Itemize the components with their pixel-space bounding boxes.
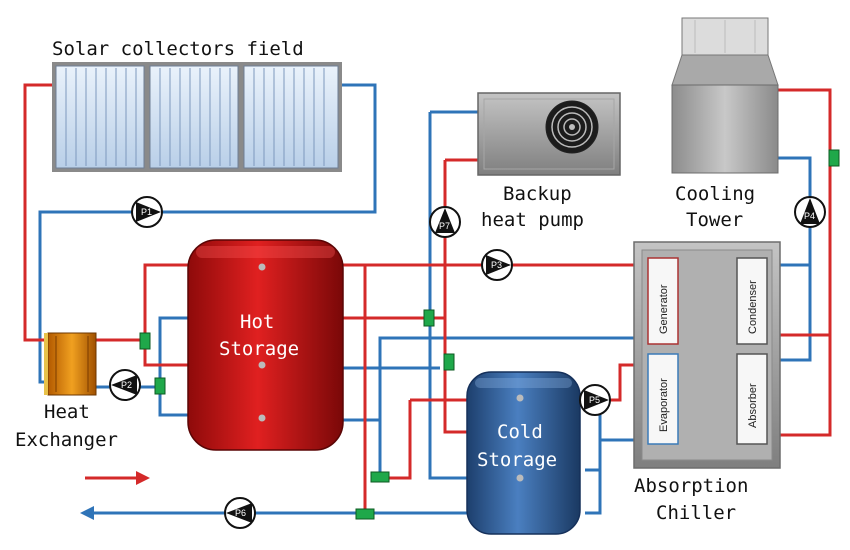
absorber-box — [736, 353, 768, 445]
valve — [154, 377, 166, 395]
evaporator-label: Evaporator — [658, 378, 670, 432]
pump-p5: P5 — [579, 384, 611, 416]
absorber-label: Absorber — [747, 383, 759, 428]
condenser-box — [736, 257, 768, 345]
solar-panel — [55, 65, 145, 169]
solar-collectors-field — [52, 62, 342, 172]
chiller-label-line1: Absorption — [634, 475, 748, 497]
pump-p2: P2 — [109, 369, 141, 401]
cold-storage-label-line1: Cold — [497, 421, 543, 443]
valve — [355, 508, 375, 520]
valve — [423, 309, 435, 327]
solar-panel — [149, 65, 239, 169]
chiller-label-line2: Chiller — [656, 502, 736, 524]
solar-field-label: Solar collectors field — [52, 38, 304, 60]
solar-panel — [243, 65, 339, 169]
pump-p2-label: P2 — [121, 380, 132, 390]
generator-box — [647, 257, 679, 345]
heat-exchanger-label-line2: Exchanger — [15, 429, 118, 451]
pump-p7: P7 — [429, 206, 461, 238]
pump-p5-label: P5 — [589, 395, 600, 405]
valve — [828, 149, 840, 167]
pump-p4-label: P4 — [804, 211, 815, 221]
backup-label-line1: Backup — [503, 183, 572, 205]
inlet-arrow-icon — [136, 471, 150, 485]
hot-storage-tank — [187, 239, 344, 451]
pump-p7-label: P7 — [439, 221, 450, 231]
fan-icon — [545, 100, 599, 154]
outlet-arrow-icon — [80, 506, 94, 520]
backup-heat-pump — [477, 92, 621, 176]
valve — [139, 332, 151, 350]
heat-exchanger-label-line1: Heat — [44, 401, 90, 423]
cold-storage-label-line2: Storage — [477, 449, 557, 471]
pump-p6: P6 — [224, 497, 256, 529]
condenser-label: Condenser — [747, 280, 759, 334]
pump-p4: P4 — [794, 196, 826, 228]
cooling-label-line2: Tower — [686, 209, 743, 231]
evaporator-box — [647, 353, 679, 445]
generator-label: Generator — [658, 284, 670, 334]
backup-label-line2: heat pump — [481, 209, 584, 231]
hot-storage-label-line2: Storage — [219, 338, 299, 360]
valves — [139, 149, 840, 520]
pump-p1-label: P1 — [141, 207, 152, 217]
valve — [443, 353, 455, 371]
pump-p3-label: P3 — [491, 260, 502, 270]
valve — [370, 471, 390, 483]
pump-p3: P3 — [481, 249, 513, 281]
cooling-tower — [671, 17, 779, 174]
cold-storage-tank — [466, 371, 581, 535]
heat-exchanger — [44, 332, 97, 396]
pump-p6-label: P6 — [235, 508, 246, 518]
pump-p1: P1 — [131, 196, 163, 228]
cooling-label-line1: Cooling — [675, 183, 755, 205]
hot-storage-label-line1: Hot — [240, 311, 274, 333]
absorption-chiller — [633, 241, 781, 469]
